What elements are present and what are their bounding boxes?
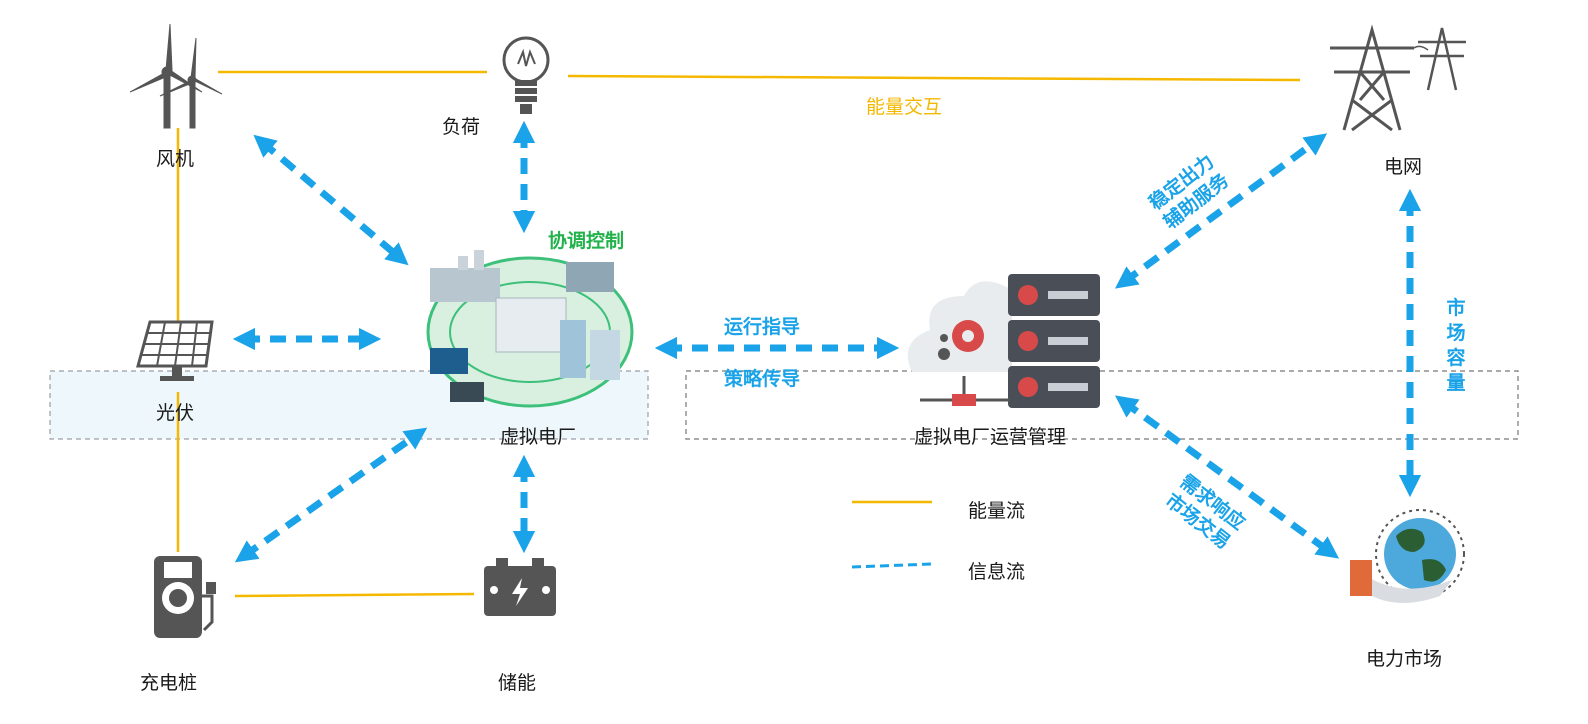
vpp-ops-server-icon — [907, 274, 1100, 408]
wind-turbine-icon — [129, 23, 223, 129]
node-label-charger: 充电桩 — [140, 672, 198, 694]
node-label-load: 负荷 — [442, 116, 481, 138]
label-strategy-transmission: 策略传导 — [724, 368, 801, 390]
arrow-ops-grid — [1114, 133, 1328, 289]
node-label-vpp: 虚拟电厂 — [500, 426, 577, 448]
power-tower-icon — [1330, 24, 1466, 132]
vpp-illustration-icon — [426, 250, 634, 408]
legend-label-energy-flow: 能量流 — [968, 500, 1026, 522]
label-operation-guidance: 运行指导 — [724, 316, 801, 338]
node-label-grid: 电网 — [1384, 156, 1423, 178]
node-label-wind: 风机 — [156, 148, 195, 170]
legend — [851, 500, 933, 569]
node-label-market: 电力市场 — [1366, 648, 1443, 670]
node-label-storage: 储能 — [498, 672, 537, 694]
market-globe-icon — [1350, 509, 1465, 603]
solar-panel-icon — [136, 320, 214, 381]
arrow-charger-vpp — [234, 427, 428, 563]
light-bulb-icon — [502, 36, 550, 114]
label-coordination-control: 协调控制 — [548, 230, 625, 252]
node-label-vpp-ops: 虚拟电厂运营管理 — [914, 426, 1067, 448]
label-market-capacity: 市场容量 — [1446, 297, 1466, 394]
arrow-wind-vpp — [253, 134, 409, 266]
legend-info-swatch — [851, 562, 933, 569]
energy-line-charger-storage — [234, 592, 475, 598]
right-zone — [685, 370, 1519, 440]
charger-icon — [154, 556, 216, 638]
node-label-pv: 光伏 — [156, 402, 195, 424]
energy-lines — [176, 70, 1301, 598]
energy-line-load-grid — [567, 74, 1301, 82]
arrow-ops-market — [1114, 395, 1340, 559]
legend-label-info-flow: 信息流 — [968, 561, 1026, 583]
label-energy-interaction: 能量交互 — [866, 96, 943, 118]
info-arrows — [232, 120, 1422, 563]
battery-icon — [484, 558, 556, 616]
